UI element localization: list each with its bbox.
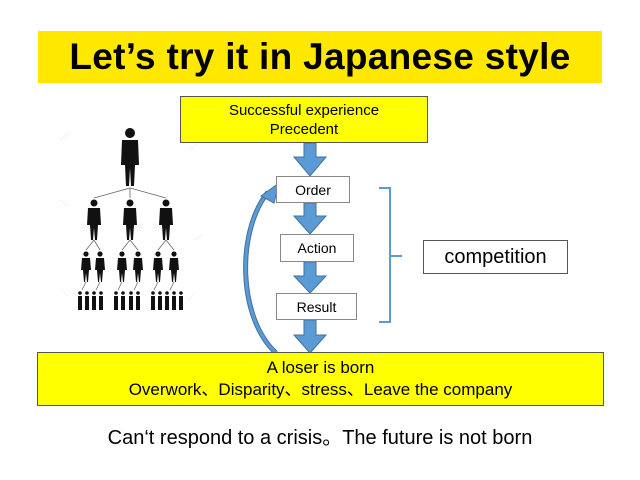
- down-arrow-4: [292, 319, 328, 354]
- down-arrow-3: [292, 261, 328, 294]
- org-hierarchy-people-icon: [59, 128, 204, 310]
- down-arrow-2: [292, 202, 328, 235]
- successful-experience-box: Successful experience Precedent: [180, 96, 428, 143]
- step-action: Action: [280, 234, 354, 262]
- step-order: Order: [276, 176, 350, 203]
- top-box-line2: Precedent: [269, 120, 339, 138]
- bottom-box-line2: Overwork、Disparity、stress、Leave the comp…: [128, 380, 513, 399]
- down-arrow-1: [292, 142, 328, 177]
- title-banner: Let’s try it in Japanese style: [38, 31, 602, 83]
- step-result: Result: [276, 293, 357, 320]
- loser-is-born-box: A loser is born Overwork、Disparity、stres…: [37, 352, 604, 406]
- slide-title: Let’s try it in Japanese style: [69, 36, 571, 77]
- top-box-line1: Successful experience: [228, 101, 380, 119]
- competition-bracket: [379, 187, 402, 323]
- competition-box: competition: [423, 240, 568, 274]
- bottom-box-line1: A loser is born: [266, 358, 375, 377]
- footer-caption: Can‘t respond to a crisis。The future is …: [107, 426, 533, 449]
- feedback-curve-arrow: [243, 181, 280, 355]
